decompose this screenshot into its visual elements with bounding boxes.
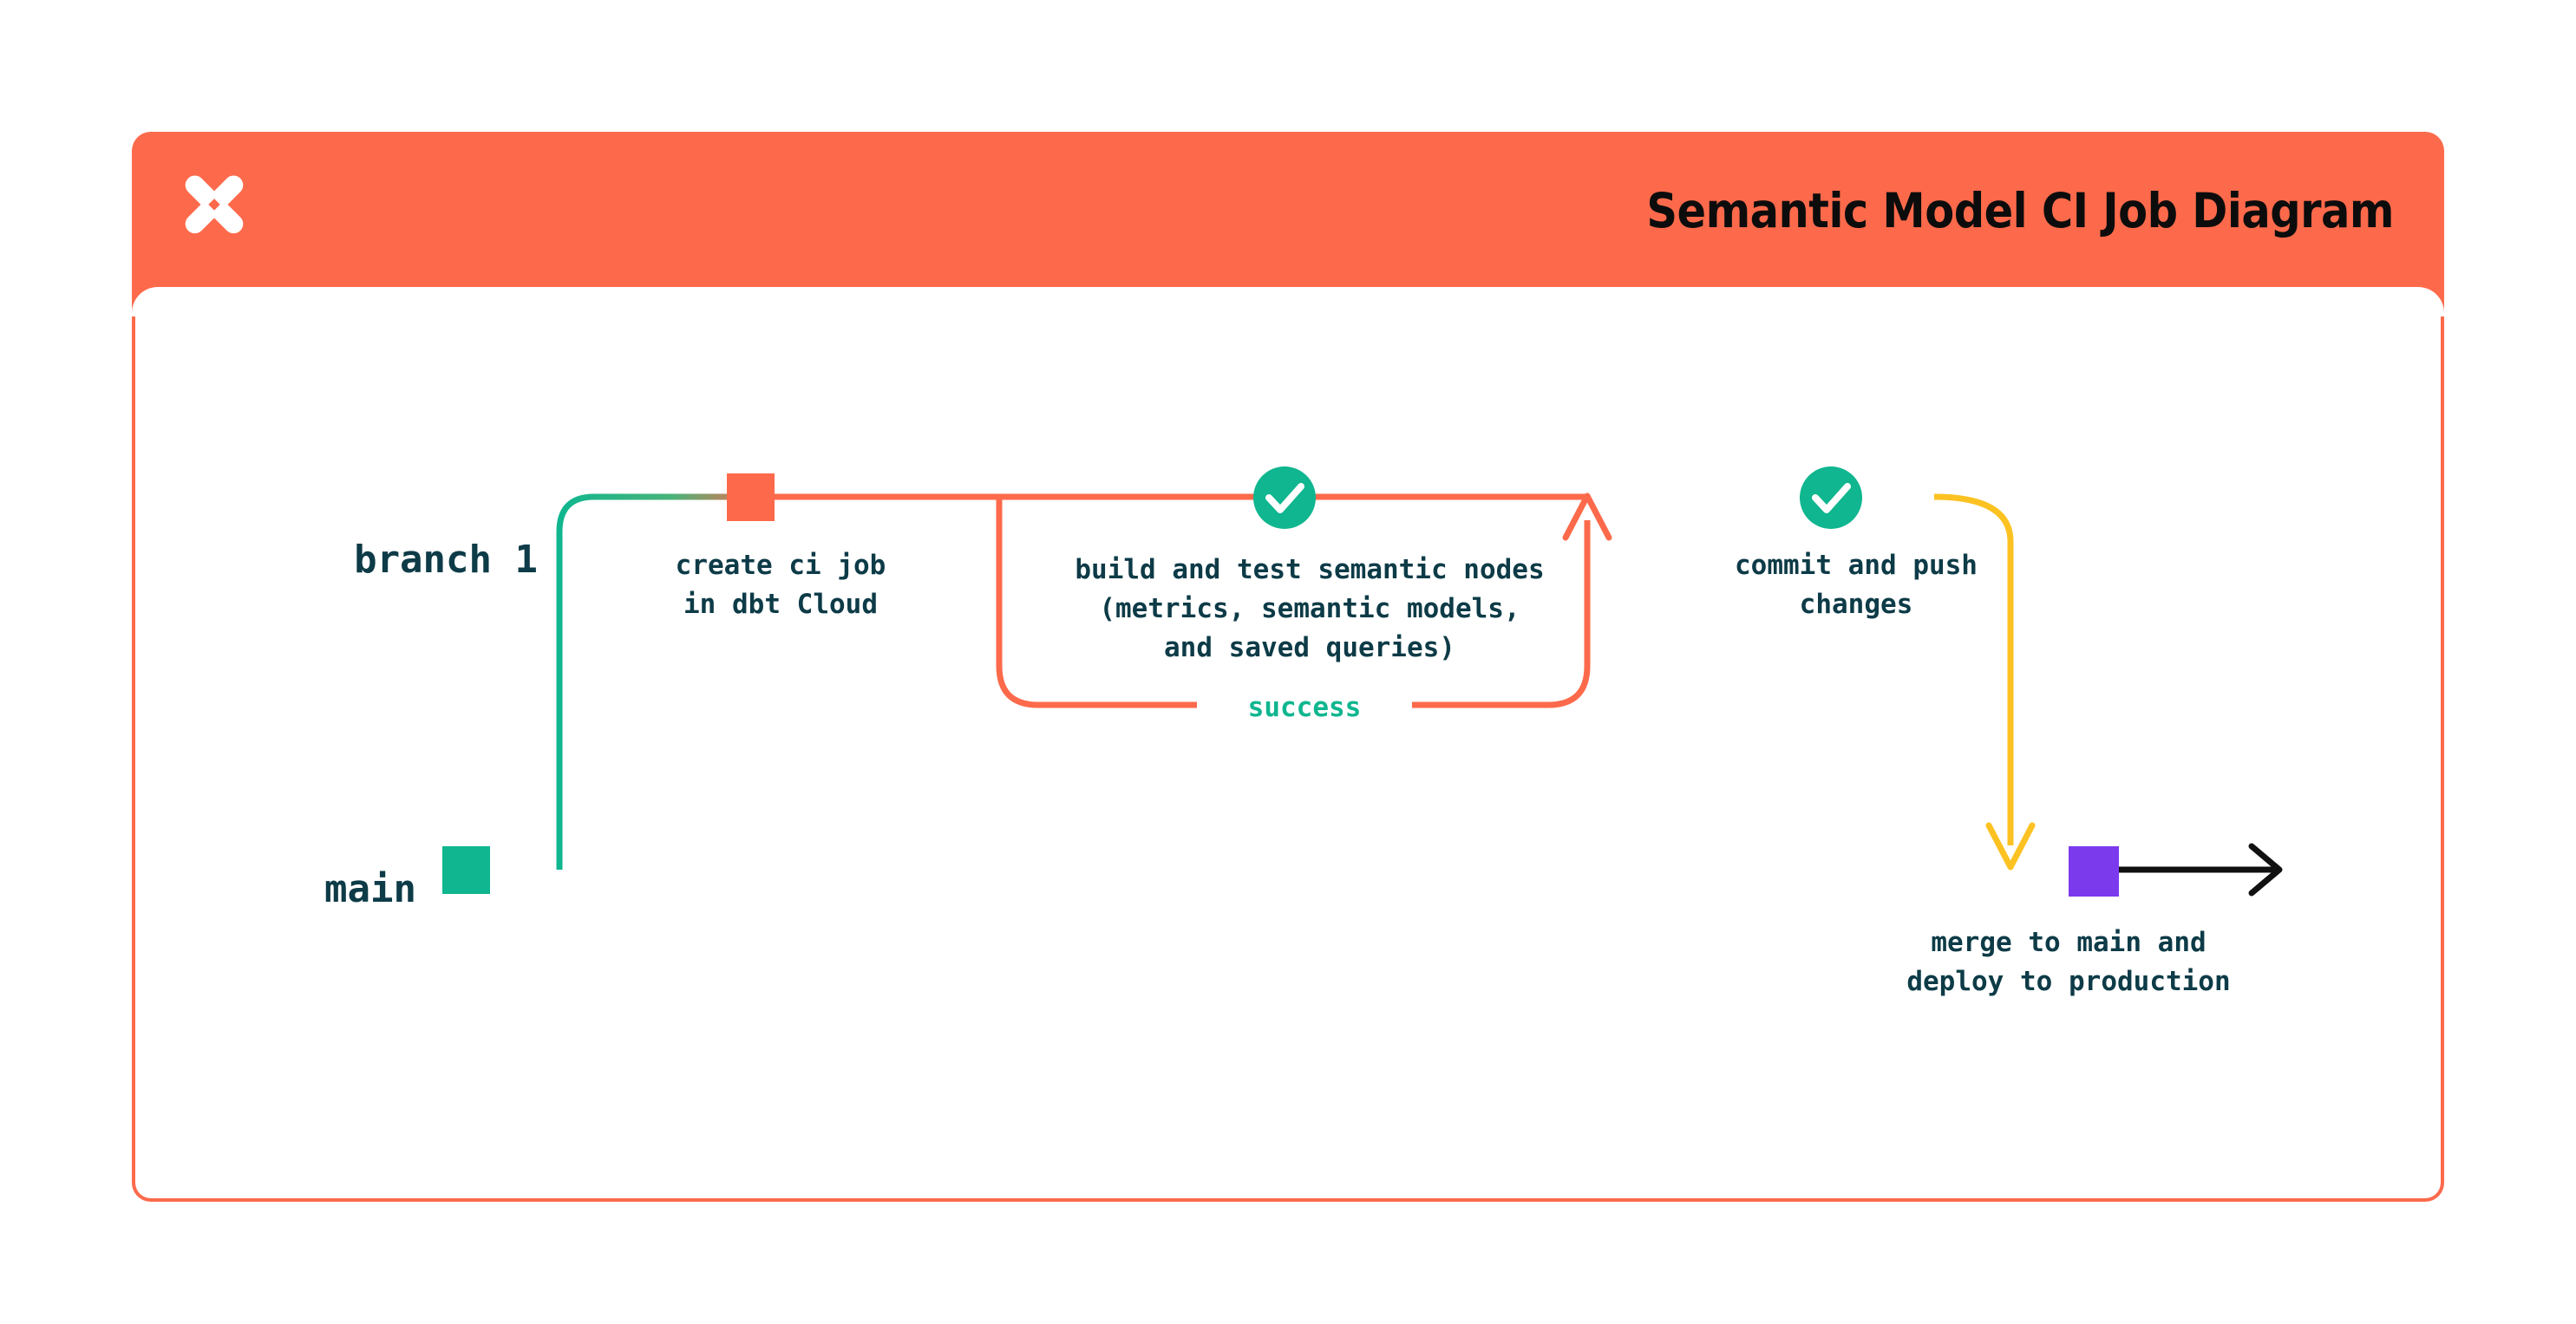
node-caption-build-and-test: build and test semantic nodes (metrics, … bbox=[1075, 554, 1545, 663]
node-caption-merge-to-main: merge to main and deploy to production bbox=[1906, 927, 2231, 997]
success-loop-path-right bbox=[1353, 520, 1591, 708]
edge-label-success: success bbox=[1197, 692, 1412, 723]
branch-1-line bbox=[556, 493, 763, 870]
dbt-logo-icon bbox=[170, 166, 258, 255]
merge-path bbox=[1933, 493, 2014, 845]
merge-arrowhead bbox=[1985, 822, 2036, 871]
production-arrow-head bbox=[2248, 843, 2283, 897]
node-caption-create-ci-job: create ci job in dbt Cloud bbox=[675, 550, 886, 620]
card-body bbox=[132, 287, 2444, 1202]
success-loop-path bbox=[996, 497, 1232, 708]
main-branch-commit-marker[interactable] bbox=[442, 846, 490, 894]
card-header: Semantic Model CI Job Diagram bbox=[132, 132, 2444, 290]
lane-label-main: main bbox=[324, 867, 416, 911]
lane-label-branch-1: branch 1 bbox=[354, 538, 538, 582]
commit-and-push-check-icon[interactable] bbox=[1800, 466, 1862, 529]
build-and-test-check-icon[interactable] bbox=[1253, 466, 1316, 529]
page-title: Semantic Model CI Job Diagram bbox=[1646, 183, 2394, 238]
success-loop-arrowhead bbox=[1562, 492, 1612, 541]
create-ci-job-marker[interactable] bbox=[727, 473, 775, 521]
merge-to-main-marker[interactable] bbox=[2069, 846, 2119, 897]
node-caption-commit-and-push: commit and push changes bbox=[1735, 550, 1978, 620]
diagram-card: Semantic Model CI Job Diagram bbox=[132, 132, 2444, 1202]
